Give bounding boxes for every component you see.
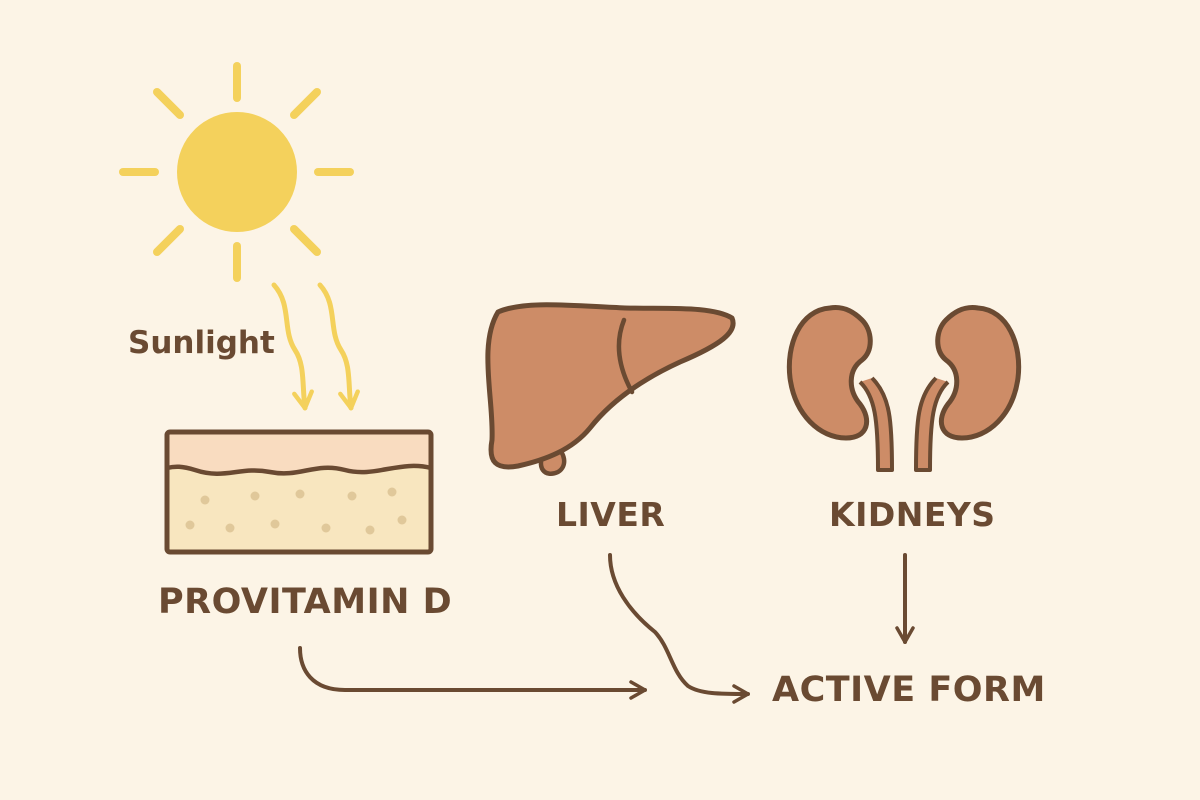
liver-label: LIVER (556, 495, 666, 534)
liver-icon (485, 302, 736, 476)
provitamin-d-label: PROVITAMIN D (158, 582, 453, 622)
sunlight-rays (271, 282, 360, 411)
sunlight-ray-arrow (271, 282, 314, 411)
flow-arrows (298, 553, 915, 704)
skin-layer-icon (164, 429, 434, 555)
sun-icon (119, 62, 354, 282)
sunlight-ray-arrow (317, 282, 360, 411)
kidneys-label: KIDNEYS (829, 495, 996, 534)
active-form-label: ACTIVE FORM (772, 670, 1046, 710)
kidneys-icon (786, 305, 1022, 472)
arrow-provitamin-to-active (298, 646, 647, 700)
sunlight-label: Sunlight (128, 325, 275, 361)
arrow-liver-to-active (608, 553, 750, 704)
